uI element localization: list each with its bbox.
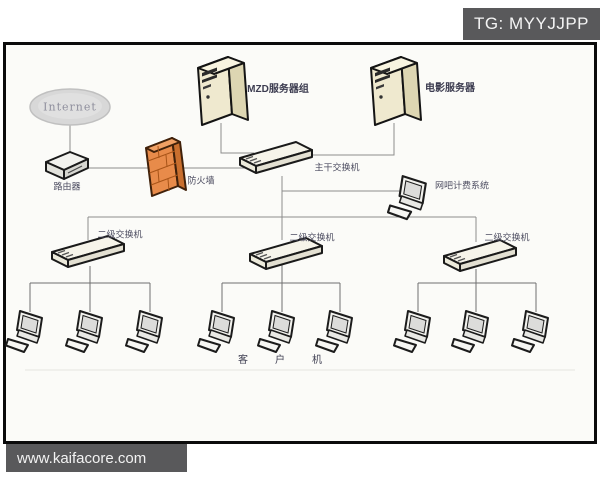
core-switch-icon xyxy=(239,141,313,174)
client-pc-icon xyxy=(125,310,163,353)
client-pc-icon xyxy=(65,310,103,353)
billing-pc-icon xyxy=(386,175,427,221)
movie-server-icon xyxy=(370,56,422,126)
movie-server-label: 电影服务器 xyxy=(425,83,475,94)
website-url-text: www.kaifacore.com xyxy=(17,449,147,467)
client-pc-icon xyxy=(197,310,235,353)
firewall-icon xyxy=(145,137,187,197)
telegram-badge-text: TG: MYYJJPP xyxy=(473,14,590,33)
firewall-label: 防火墙 xyxy=(187,175,215,186)
client-pc-icon xyxy=(451,310,489,353)
client-pc-icon xyxy=(511,310,549,353)
secondary-switch-left-label: 二级交换机 xyxy=(97,229,143,240)
internet-label: Internet xyxy=(43,100,97,114)
clients-label: 客户机 xyxy=(238,355,349,366)
website-bar: www.kaifacore.com xyxy=(6,444,187,472)
secondary-switch-mid-icon xyxy=(249,237,323,270)
router-icon xyxy=(45,151,89,180)
billing-system-label: 网吧计费系统 xyxy=(434,180,490,191)
client-pc-icon xyxy=(5,310,43,353)
mzd-server-label: MZD服务器组 xyxy=(247,84,309,95)
secondary-switch-mid-label: 二级交换机 xyxy=(289,232,335,243)
secondary-switch-right-label: 二级交换机 xyxy=(484,232,530,243)
secondary-switch-left-icon xyxy=(51,235,125,268)
mzd-server-icon xyxy=(197,56,249,126)
client-pc-icon xyxy=(257,310,295,353)
telegram-badge: TG: MYYJJPP xyxy=(463,8,600,40)
cluster-lines xyxy=(29,265,537,312)
internet-cloud xyxy=(29,88,111,126)
core-switch-label: 主干交换机 xyxy=(314,162,360,173)
router-label: 路由器 xyxy=(53,181,81,192)
client-pc-icon xyxy=(315,310,353,353)
client-pc-icon xyxy=(393,310,431,353)
secondary-switch-right-icon xyxy=(443,239,517,272)
